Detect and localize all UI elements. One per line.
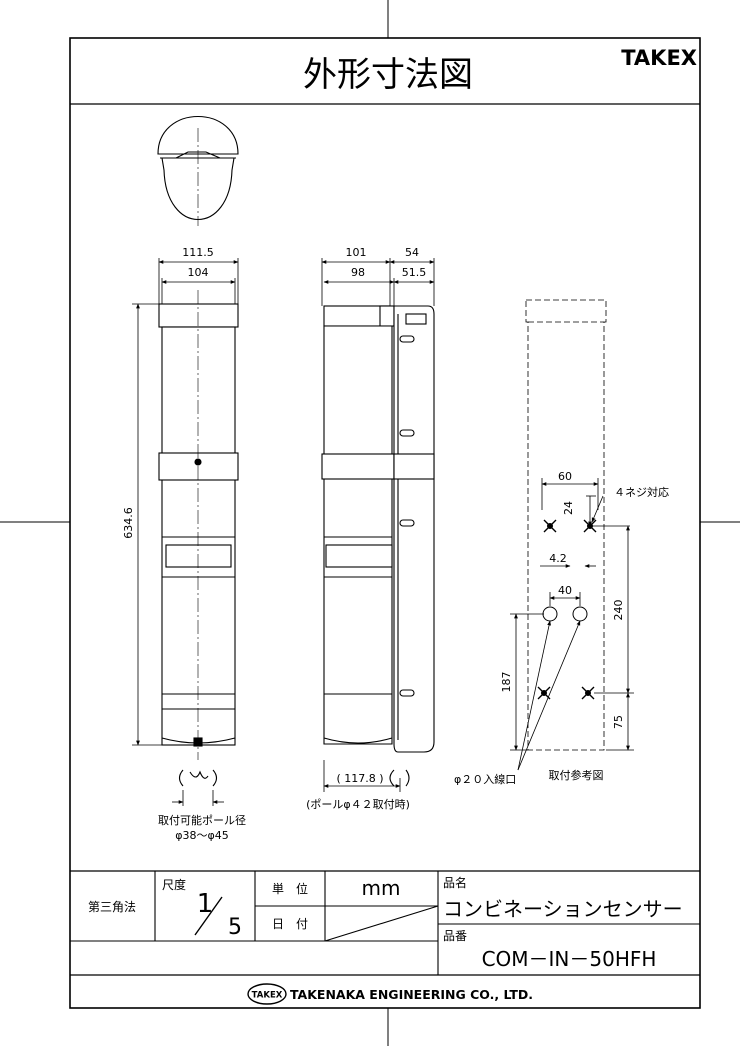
dim-187: 187 (500, 672, 513, 693)
company-logo-text: TAKEX (252, 991, 283, 1001)
pole-mount-note: (ポールφ４２取付時) (306, 798, 410, 811)
mount-reference-details (537, 519, 597, 700)
title-block-grid (70, 871, 700, 975)
brand-logo: TAKEX (621, 46, 697, 70)
unit-label: 単 位 (272, 881, 308, 896)
company-name: TAKENAKA ENGINEERING CO., LTD. (290, 987, 533, 1002)
dim-117-8: ( 117.8 ) (336, 772, 383, 785)
page-title: 外形寸法図 (303, 55, 473, 95)
unit-value: mm (362, 876, 401, 900)
front-dimensions (132, 258, 239, 806)
scale-label: 尺度 (162, 877, 186, 892)
mount-dimensions (510, 478, 634, 771)
dim-111-5: 111.5 (182, 246, 214, 259)
dim-104: 104 (188, 266, 209, 279)
product-name-label: 品名 (443, 875, 467, 890)
screw-note: ４ネジ対応 (614, 485, 669, 499)
front-view (157, 115, 239, 787)
dim-101: 101 (346, 246, 367, 259)
date-label: 日 付 (272, 917, 308, 931)
company-logo: TAKEX (247, 983, 287, 1005)
product-name: コンビネーションセンサー (443, 897, 683, 921)
dim-40: 40 (558, 584, 572, 597)
pole-diameter-note-2: φ38～φ45 (175, 829, 229, 842)
dim-4-2: 4.2 (549, 552, 567, 565)
product-code: COM－IN－50HFH (482, 947, 657, 971)
drawing-frame (69, 37, 701, 1009)
scale-numerator: 1 (197, 889, 214, 919)
product-code-label: 品番 (443, 929, 467, 943)
dim-98: 98 (351, 266, 365, 279)
dim-24: 24 (562, 501, 575, 515)
pole-diameter-note-1: 取付可能ポール径 (158, 813, 246, 827)
dim-60: 60 (558, 470, 572, 483)
dim-54: 54 (405, 246, 419, 259)
dim-634-6: 634.6 (122, 507, 135, 539)
mount-reference-caption: 取付参考図 (549, 768, 604, 782)
dim-51-5: 51.5 (402, 266, 427, 279)
scale-denominator: 5 (228, 915, 242, 940)
dim-75: 75 (612, 715, 625, 729)
wire-entry-note: φ２０入線口 (454, 772, 516, 786)
side-dimensions (321, 258, 435, 792)
dim-240: 240 (612, 600, 625, 621)
side-view (321, 305, 435, 787)
projection-method: 第三角法 (88, 900, 136, 914)
mount-reference-view (525, 299, 607, 751)
